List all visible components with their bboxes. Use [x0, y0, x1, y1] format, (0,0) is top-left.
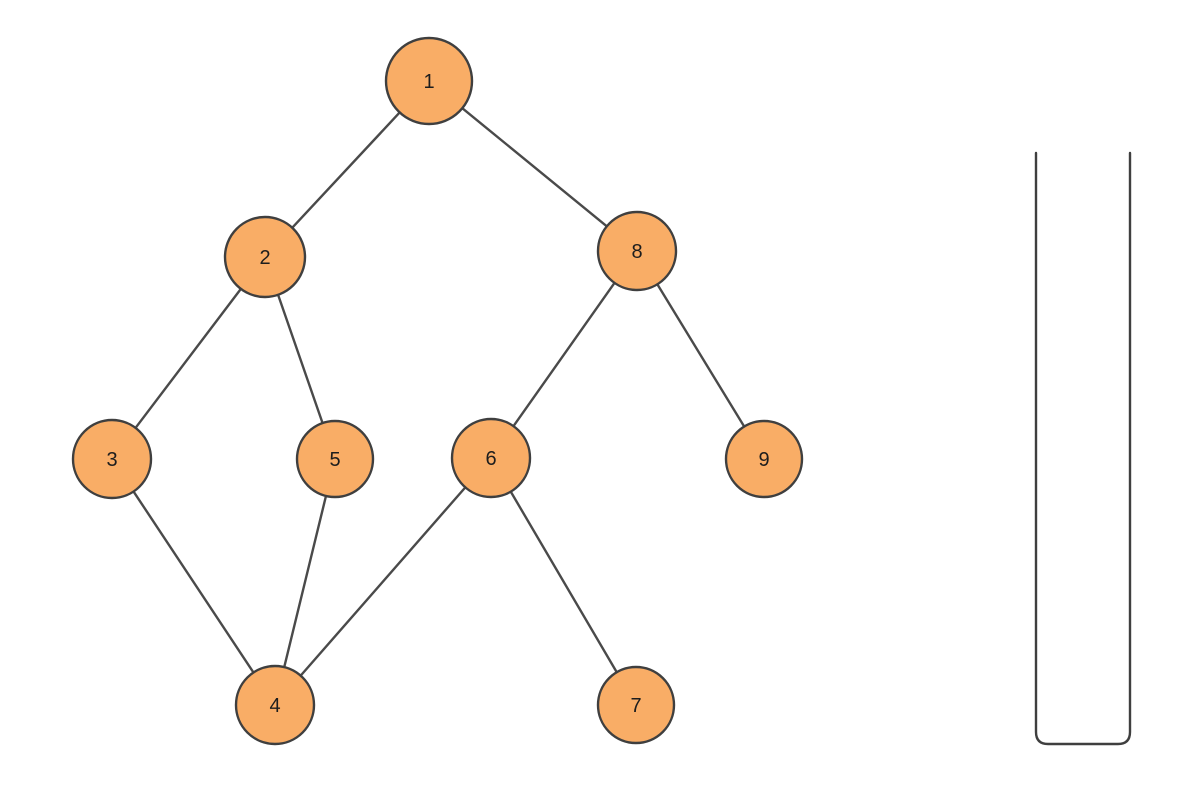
graph-edge-2-3 — [133, 286, 243, 430]
graph-edge-6-7 — [509, 489, 619, 675]
graph-node-circle-2[interactable] — [223, 215, 307, 299]
graph-edge-8-6 — [511, 280, 617, 429]
graph-node-1[interactable]: 1 — [384, 36, 474, 126]
graph-node-4[interactable]: 4 — [234, 664, 316, 746]
graph-node-circle-6[interactable] — [450, 417, 532, 499]
graph-node-circle-8[interactable] — [596, 210, 678, 292]
graph-node-5[interactable]: 5 — [295, 419, 375, 499]
graph-node-7[interactable]: 7 — [596, 665, 676, 745]
graph-edge-1-8 — [460, 106, 609, 229]
graph-edge-5-4 — [282, 493, 328, 670]
container-layer — [1034, 151, 1132, 746]
graph-edge-2-5 — [276, 292, 325, 426]
graph-node-9[interactable]: 9 — [724, 419, 804, 499]
graph-node-6[interactable]: 6 — [450, 417, 532, 499]
graph-node-circle-4[interactable] — [234, 664, 316, 746]
graph-edge-6-4 — [298, 485, 468, 678]
graph-edge-3-4 — [131, 489, 256, 675]
graph-edges-layer — [131, 106, 746, 678]
graph-node-2[interactable]: 2 — [223, 215, 307, 299]
empty-u-shaped-container[interactable] — [1034, 151, 1132, 746]
graph-node-circle-9[interactable] — [724, 419, 804, 499]
graph-node-3[interactable]: 3 — [71, 418, 153, 500]
graph-node-circle-5[interactable] — [295, 419, 375, 499]
graph-edge-8-9 — [655, 282, 746, 429]
graph-node-circle-1[interactable] — [384, 36, 474, 126]
graph-node-circle-3[interactable] — [71, 418, 153, 500]
graph-node-circle-7[interactable] — [596, 665, 676, 745]
graph-node-8[interactable]: 8 — [596, 210, 678, 292]
graph-edge-1-2 — [290, 110, 402, 230]
